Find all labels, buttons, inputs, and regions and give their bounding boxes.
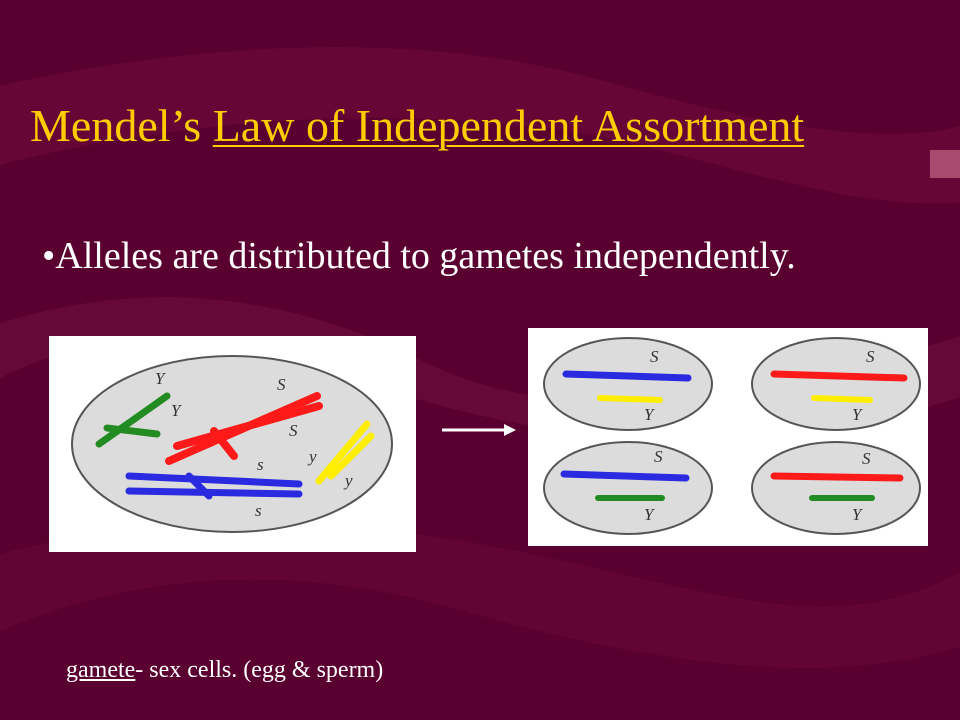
gamete-label-S-4: S: [862, 449, 871, 468]
label-S-2: S: [289, 421, 298, 440]
parent-cell-diagram: Y Y S S s s y y: [49, 336, 416, 552]
gamete-label-S-1: S: [650, 347, 659, 366]
gamete-cell-top-right: S Y: [751, 337, 921, 431]
title-prefix: Mendel’s: [30, 100, 213, 151]
gamete-cell-top-left: S Y: [543, 337, 713, 431]
gamete-label-Y-2: Y: [852, 405, 863, 424]
label-s-1: s: [257, 455, 264, 474]
label-Y-1: Y: [155, 369, 166, 388]
gamete-label-S-3: S: [654, 447, 663, 466]
footnote: gamete- sex cells. (egg & sperm): [66, 656, 383, 685]
arrow-right-icon: [442, 424, 516, 436]
chromosome-blue: [125, 472, 303, 500]
gamete-label-Y-4: Y: [852, 505, 863, 524]
gamete-cell-bottom-right: S Y: [751, 441, 921, 535]
label-Y-2: Y: [171, 401, 182, 420]
gamete-cell-bottom-left: S Y: [543, 441, 713, 535]
slide-title: Mendel’s Law of Independent Assortment: [30, 98, 804, 153]
chromosome-yellow: [315, 420, 375, 485]
gamete-label-Y-3: Y: [644, 505, 655, 524]
label-y-1: y: [307, 447, 317, 466]
gamete-label-S-2: S: [866, 347, 875, 366]
footnote-definition: - sex cells. (egg & sperm): [135, 657, 384, 683]
label-y-2: y: [343, 471, 353, 490]
chromosome-green: [95, 392, 171, 448]
bullet-point: •Alleles are distributed to gametes inde…: [42, 235, 796, 277]
label-s-2: s: [255, 501, 262, 520]
label-S-1: S: [277, 375, 286, 394]
gamete-label-Y-1: Y: [644, 405, 655, 424]
footnote-term: gamete: [66, 657, 136, 683]
gametes-diagram: S Y S Y S Y S Y: [528, 328, 928, 546]
title-law-name: Law of Independent Assortment: [212, 100, 805, 151]
chromosome-red: [165, 392, 323, 465]
